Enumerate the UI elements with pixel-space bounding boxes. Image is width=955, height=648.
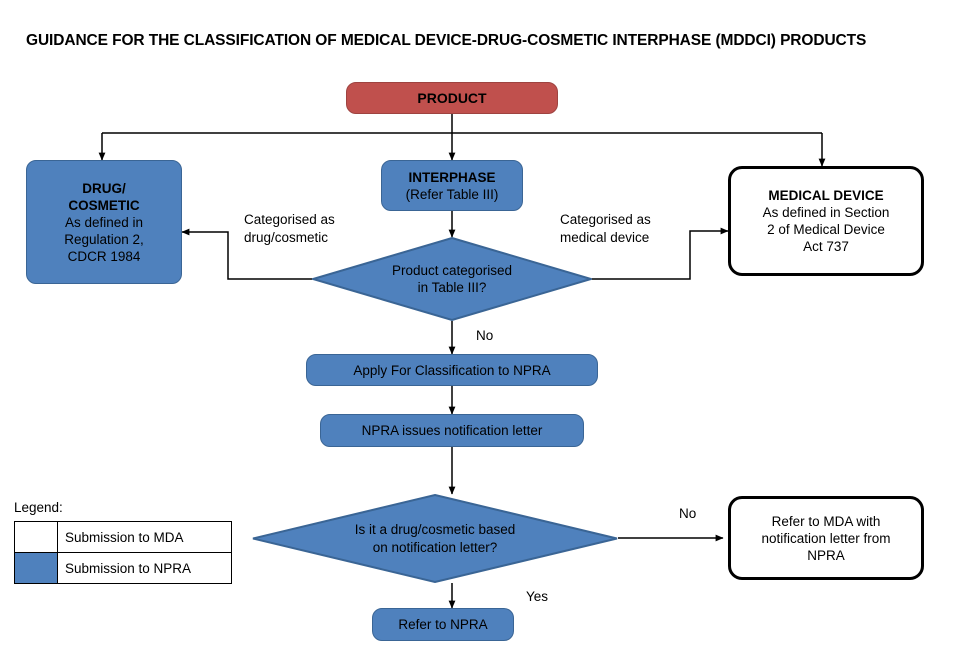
- node-decision-drugcosmetic-line2: on notification letter?: [372, 539, 498, 555]
- node-drug-cosmetic-line5: CDCR 1984: [67, 248, 141, 264]
- node-refer-mda-line1: Refer to MDA with: [771, 513, 881, 529]
- legend-swatch-npra: [14, 552, 58, 584]
- node-decision-drugcosmetic[interactable]: Is it a drug/cosmetic based on notificat…: [252, 494, 618, 583]
- node-product[interactable]: PRODUCT: [346, 82, 558, 114]
- legend-swatch-mda: [14, 521, 58, 553]
- diamond-shape-2: [252, 494, 618, 583]
- node-drug-cosmetic[interactable]: DRUG/ COSMETIC As defined in Regulation …: [26, 160, 182, 284]
- node-apply-classification-label: Apply For Classification to NPRA: [353, 362, 551, 378]
- legend-label-mda: Submission to MDA: [57, 521, 232, 553]
- node-refer-npra-label: Refer to NPRA: [398, 617, 488, 632]
- node-medical-device-line2: As defined in Section: [762, 205, 890, 220]
- edge-label-drugcosmetic-yes: Yes: [526, 589, 549, 604]
- node-refer-mda-line2: notification letter from: [761, 530, 891, 546]
- node-drug-cosmetic-line2: COSMETIC: [68, 197, 140, 213]
- edge-label-drugcosmetic-no: No: [679, 506, 697, 521]
- node-medical-device-line3: 2 of Medical Device: [767, 222, 885, 237]
- node-product-label: PRODUCT: [417, 89, 487, 106]
- edge-label-categorised-device: Categorised as medical device: [560, 212, 651, 245]
- node-refer-mda-line3: NPRA: [807, 547, 845, 563]
- legend-row-npra: Submission to NPRA: [14, 552, 232, 584]
- node-drug-cosmetic-line3: As defined in: [64, 214, 144, 230]
- node-refer-mda[interactable]: Refer to MDA with notification letter fr…: [728, 496, 924, 580]
- node-decision-table3[interactable]: Product categorised in Table III?: [312, 237, 592, 321]
- node-drug-cosmetic-line4: Regulation 2,: [64, 231, 144, 247]
- legend-title: Legend:: [14, 500, 63, 515]
- node-medical-device[interactable]: MEDICAL DEVICE As defined in Section 2 o…: [728, 166, 924, 276]
- node-medical-device-line1: MEDICAL DEVICE: [768, 188, 884, 203]
- node-apply-classification[interactable]: Apply For Classification to NPRA: [306, 354, 598, 386]
- node-interphase-line1: INTERPHASE: [408, 169, 496, 185]
- node-notification-letter[interactable]: NPRA issues notification letter: [320, 414, 584, 447]
- legend-row-mda: Submission to MDA: [14, 521, 232, 553]
- node-notification-letter-label: NPRA issues notification letter: [361, 423, 543, 438]
- node-decision-drugcosmetic-line1: Is it a drug/cosmetic based: [354, 522, 516, 537]
- diamond-shape-1: [312, 237, 592, 321]
- edge-label-table3-no: No: [476, 328, 494, 343]
- edge-label-categorised-drug: Categorised as drug/cosmetic: [244, 212, 335, 245]
- node-medical-device-line4: Act 737: [803, 239, 849, 254]
- node-decision-table3-line2: in Table III?: [417, 280, 487, 295]
- node-interphase-line2: (Refer Table III): [405, 186, 499, 202]
- legend-label-npra: Submission to NPRA: [57, 552, 232, 584]
- legend-table: Submission to MDA Submission to NPRA: [14, 521, 232, 584]
- node-decision-table3-line1: Product categorised: [391, 262, 513, 278]
- node-interphase[interactable]: INTERPHASE (Refer Table III): [381, 160, 523, 211]
- page-title: GUIDANCE FOR THE CLASSIFICATION OF MEDIC…: [26, 32, 867, 49]
- node-refer-npra[interactable]: Refer to NPRA: [372, 608, 514, 641]
- node-drug-cosmetic-line1: DRUG/: [82, 180, 126, 196]
